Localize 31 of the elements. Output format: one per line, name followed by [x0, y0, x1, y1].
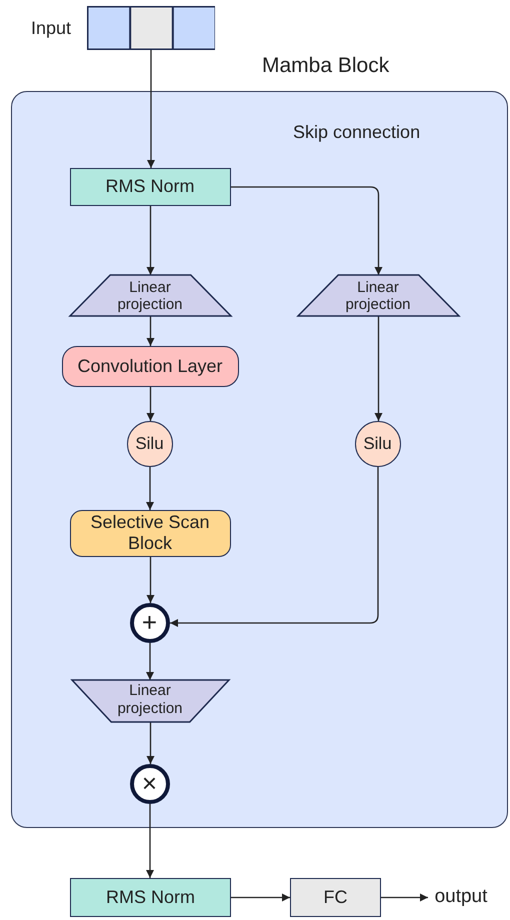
arrow	[146, 316, 154, 346]
norm-box: RMS Norm	[70, 168, 230, 206]
input-tensor-drawing	[87, 6, 215, 50]
arrow	[146, 643, 154, 680]
arrow	[146, 804, 154, 878]
arrow	[381, 894, 428, 902]
projection-trapezoid: Linear projection	[72, 680, 228, 722]
scan-block-box: Selective Scan Block	[70, 510, 230, 556]
arrow	[374, 316, 382, 421]
arrow	[146, 467, 154, 510]
projection-trapezoid: Linear projection	[298, 274, 458, 316]
arrow	[231, 186, 382, 275]
activation-circle: Silu	[354, 420, 400, 466]
arrow	[147, 50, 155, 168]
arrow	[146, 722, 154, 764]
arrow	[231, 894, 290, 902]
operator-circle: ×	[130, 764, 170, 804]
input-label: Input	[31, 18, 72, 39]
arrow	[170, 467, 379, 627]
projection-trapezoid: Linear projection	[70, 274, 230, 316]
fc-box: FC	[290, 878, 381, 917]
norm-box: RMS Norm	[70, 878, 231, 917]
output-label: output	[428, 884, 494, 910]
arrow	[146, 206, 154, 275]
block-title: Mamba Block	[262, 54, 390, 78]
arrow	[146, 387, 154, 421]
activation-circle: Silu	[126, 420, 172, 466]
arrow	[146, 557, 154, 603]
branch-label: Skip connection	[293, 122, 420, 143]
layer-box: Convolution Layer	[62, 346, 238, 386]
operator-circle: +	[130, 602, 170, 642]
